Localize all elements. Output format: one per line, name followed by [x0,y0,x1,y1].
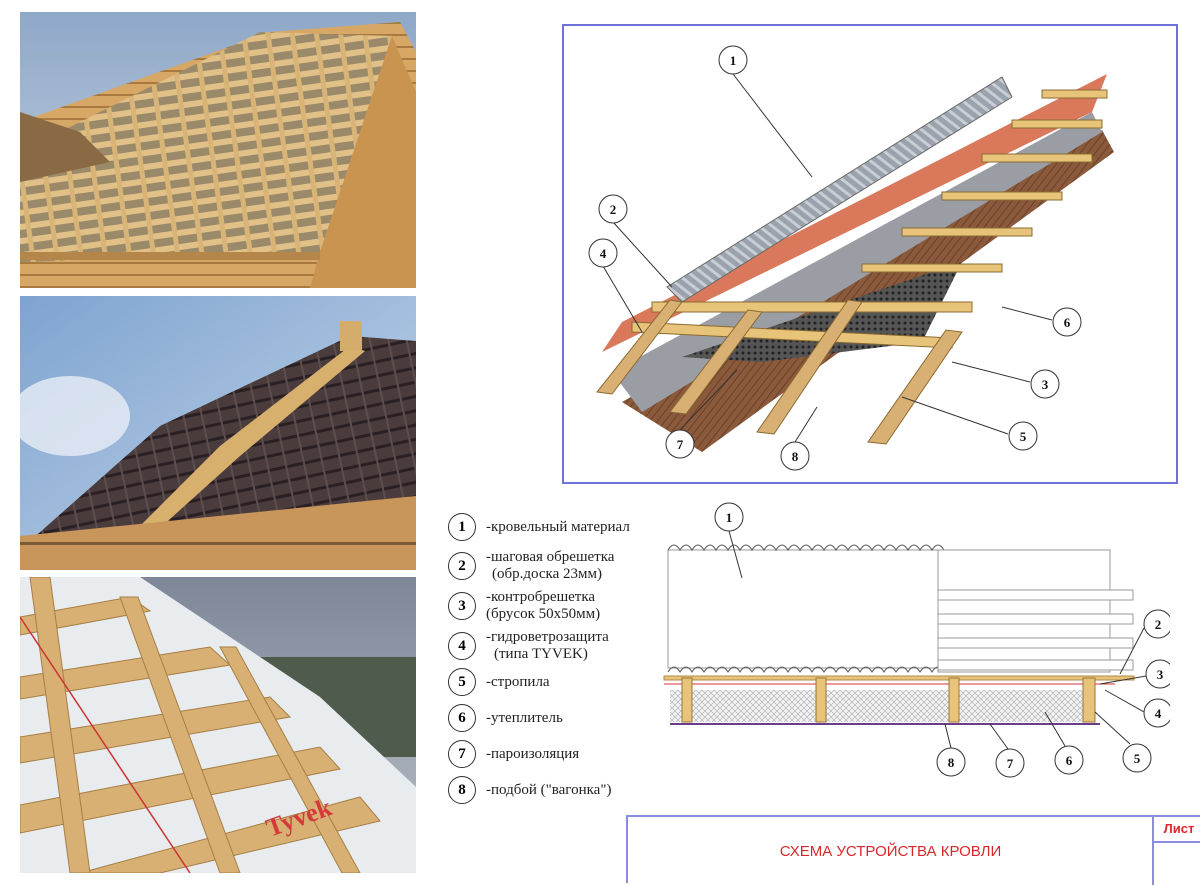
lining-layer [622,130,1114,452]
battens [631,89,1108,349]
legend-number: 5 [448,668,476,696]
section-callout-6: 6 [1066,753,1073,768]
drawing-title: СХЕМА УСТРОЙСТВА КРОВЛИ [779,843,1002,860]
legend-item: 3 -контробрешетка(брусок 50х50мм) [448,589,600,623]
sheet-label: Лист [1154,817,1200,843]
legend-item: 5 -стропила [448,668,550,696]
section-callout-3: 3 [1157,667,1164,682]
legend-item: 4 -гидроветрозащита(типа TYVEK) [448,629,609,663]
legend-label: -гидроветрозащита [486,629,609,645]
iso-callout-2: 2 [610,202,617,217]
legend-number: 4 [448,632,476,660]
section-callout-1: 1 [726,510,733,525]
legend-number: 6 [448,704,476,732]
legend-label: -подбой ("вагонка") [486,781,612,798]
roof-layers-isometric-diagram: 1 2 4 6 3 5 7 8 [562,24,1178,484]
legend-item: 1 -кровельный материал [448,513,630,541]
iso-callout-5: 5 [1020,429,1027,444]
legend-label: -утеплитель [486,709,563,726]
legend-label: -кровельный материал [486,518,630,535]
iso-callouts [588,45,1082,471]
legend-item: 8 -подбой ("вагонка") [448,776,611,804]
legend-item: 7 -пароизоляция [448,740,579,768]
legend-number: 7 [448,740,476,768]
iso-callout-8: 8 [792,449,799,464]
section-callout-5: 5 [1134,751,1141,766]
membrane-layer [602,74,1107,352]
legend-sublabel: (брусок 50х50мм) [486,606,601,622]
legend-item: 2 -шаговая обрешетка(обр.доска 23мм) [448,549,614,583]
legend-number: 3 [448,592,476,620]
legend-label: -контробрешетка [486,589,596,605]
sheet-cell: Лист [1152,817,1200,885]
iso-callout-3: 3 [1042,377,1049,392]
iso-callout-4: 4 [600,246,607,261]
iso-callout-6: 6 [1064,315,1071,330]
iso-callout-7: 7 [677,437,684,452]
legend-label: -пароизоляция [486,745,580,762]
title-block: СХЕМА УСТРОЙСТВА КРОВЛИ Лист [626,815,1200,885]
legend-item: 6 -утеплитель [448,704,563,732]
section-callout-2: 2 [1155,617,1162,632]
legend-sublabel: (обр.доска 23мм) [492,566,602,582]
legend-number: 2 [448,552,476,580]
photo-roof-battens [20,12,416,288]
iso-callout-1: 1 [730,53,737,68]
legend-number: 1 [448,513,476,541]
roof-section-drawing: 1 2 3 4 5 6 7 8 [663,502,1170,778]
legend-sublabel: (типа TYVEK) [494,646,588,662]
legend-label: -шаговая обрешетка [486,549,615,565]
photo-metal-tile-roof [20,296,416,570]
section-callout-4: 4 [1155,706,1162,721]
corrugated-sheet [666,76,1013,303]
legend-label: -стропила [486,673,550,690]
legend-number: 8 [448,776,476,804]
rafters [596,299,963,445]
photo-tyvek-membrane: Tyvek [20,577,416,873]
section-callout-8: 8 [948,755,955,770]
section-callout-7: 7 [1007,756,1014,771]
